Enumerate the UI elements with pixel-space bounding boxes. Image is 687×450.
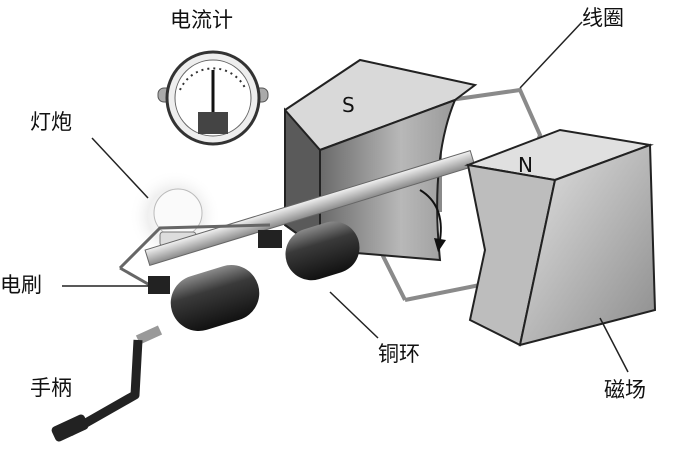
brush-right bbox=[258, 230, 282, 248]
shaft bbox=[144, 150, 476, 266]
north-pole-label: N bbox=[518, 153, 533, 177]
brush-left bbox=[148, 276, 170, 294]
rotation-arrow-icon bbox=[419, 189, 442, 241]
handle-label: 手柄 bbox=[30, 376, 72, 400]
south-pole-label: S bbox=[342, 93, 355, 117]
bulb-label: 灯炮 bbox=[30, 110, 72, 134]
handle-crank bbox=[51, 325, 163, 442]
leader-lines bbox=[62, 21, 629, 373]
north-magnet: N bbox=[464, 128, 657, 347]
galvanometer-icon bbox=[157, 50, 269, 146]
coil-label: 线圈 bbox=[582, 6, 624, 30]
magnetic-field-label: 磁场 bbox=[604, 378, 646, 402]
arrowhead-icon bbox=[434, 238, 446, 252]
copper-ring-right bbox=[285, 221, 360, 281]
copper-rings-label: 铜环 bbox=[378, 342, 420, 366]
brush-label: 电刷 bbox=[0, 273, 42, 297]
copper-ring-left bbox=[170, 265, 260, 331]
galvanometer-label: 电流计 bbox=[170, 8, 233, 32]
